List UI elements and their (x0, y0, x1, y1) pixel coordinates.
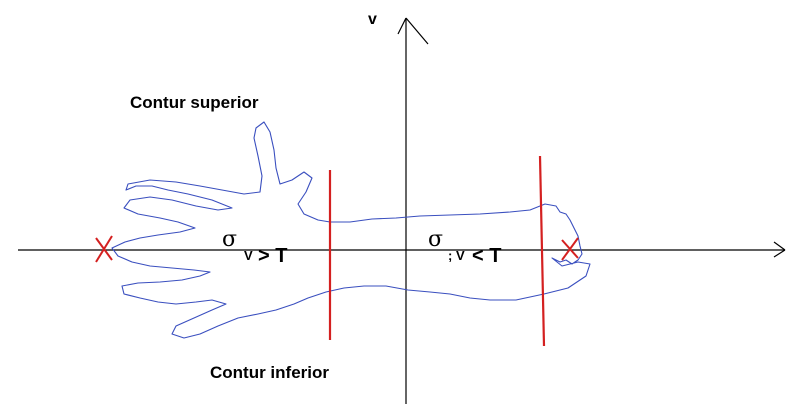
right-endpoint-marker (561, 237, 579, 261)
relation-right: < T (472, 245, 501, 267)
contour-bottom-label: Contur inferior (210, 363, 329, 382)
right-cut-line (538, 155, 546, 347)
sigma-right-symbol: σ (428, 227, 443, 252)
relation-left: > T (258, 245, 287, 267)
sigma-left-subscript: V (244, 248, 253, 263)
hand-contour (111, 121, 591, 339)
contour-top-label: Contur superior (130, 93, 259, 112)
sigma-right-subscript: ; V (448, 248, 465, 263)
vertical-axis (397, 17, 429, 404)
horizontal-axis (18, 241, 786, 258)
left-endpoint-marker (95, 235, 113, 263)
axis-v-label: v (368, 11, 377, 28)
sigma-left-symbol: σ (222, 227, 237, 252)
